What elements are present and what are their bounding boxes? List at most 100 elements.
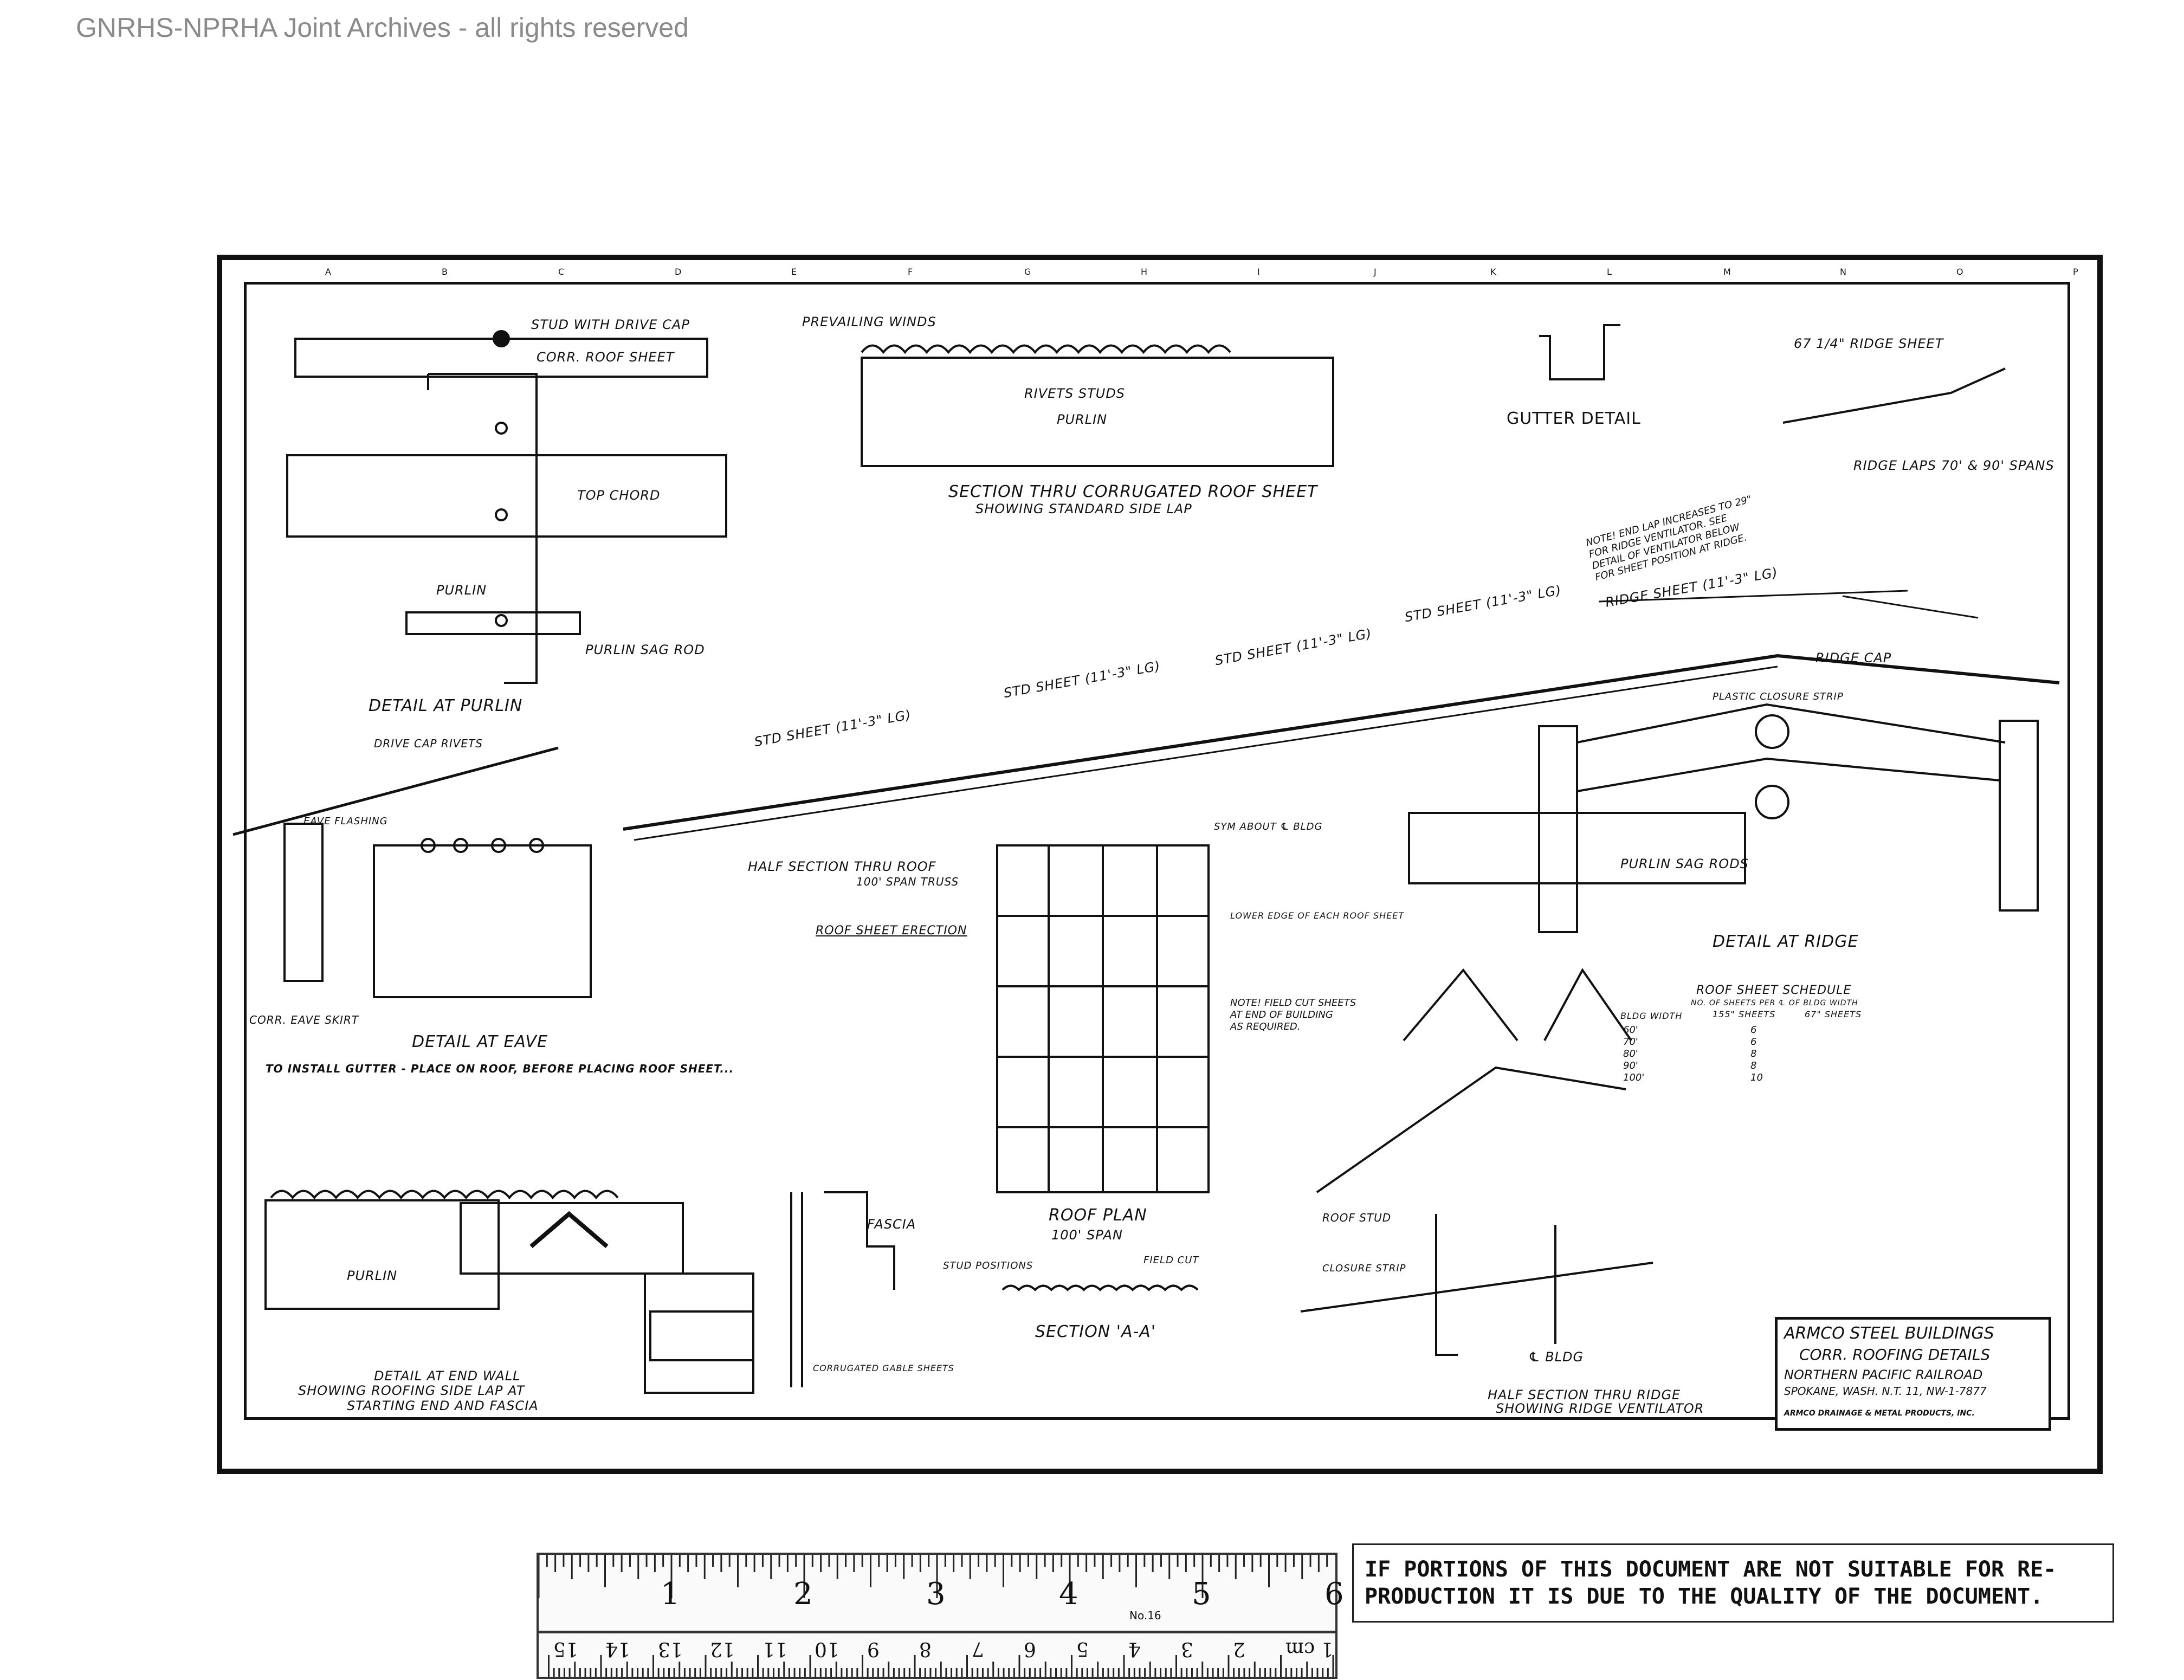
ruler-cm-number: 8 [919,1638,932,1660]
ruler-cm-number: 1 cm [1285,1638,1334,1660]
subtitle-detail-end-wall: SHOWING ROOFING SIDE LAP AT [298,1383,525,1398]
grid-letter: D [675,267,682,277]
ruler-model: No.16 [1129,1609,1161,1622]
label-purlin-end-wall: PURLIN [347,1268,398,1283]
label-ridge-cap: RIDGE CAP [1815,650,1892,665]
label-corr-gable-sheets: CORRUGATED GABLE SHEETS [813,1363,954,1373]
subtitle-section-corr-sheet: SHOWING STANDARD SIDE LAP [975,501,1192,516]
roof-slope-line [623,654,2060,831]
schedule-width: 90' [1623,1060,1638,1071]
label-sym-about: SYM ABOUT ℄ BLDG [1214,821,1323,832]
ruler-cm-number: 9 [867,1638,880,1660]
title-block-location: SPOKANE, WASH. N.T. 11, NW-1-7877 [1784,1385,1987,1398]
label-bldg-cl: ℄ BLDG [1528,1349,1584,1365]
label-67-sheets: 67" SHEETS [1805,1009,1862,1019]
title-roof-plan: ROOF PLAN [1049,1206,1147,1225]
subtitle-half-section-roof: 100' SPAN TRUSS [856,875,959,888]
label-bldg-width: BLDG WIDTH [1620,1011,1683,1021]
title-section-aa: SECTION 'A-A' [1035,1322,1156,1341]
archive-watermark: GNRHS-NPRHA Joint Archives - all rights … [76,12,689,43]
title-detail-eave: DETAIL AT EAVE [412,1032,548,1051]
ruler-cm-number: 7 [971,1638,984,1660]
title-block: ARMCO STEEL BUILDINGS CORR. ROOFING DETA… [1775,1317,2051,1431]
schedule-count: 10 [1750,1072,1763,1083]
drawing-border [244,282,2070,1420]
ruler-inch-number: 3 [926,1576,946,1612]
title-roof-sheet-erection: ROOF SHEET ERECTION [816,924,967,938]
ruler-cm-number: 2 [1233,1638,1245,1660]
label-corr-roof-sheet: CORR. ROOF SHEET [537,350,675,365]
label-plastic-closure: PLASTIC CLOSURE STRIP [1713,691,1844,702]
corrugation-profile [861,344,1231,354]
ruler-inch-number: 4 [1059,1576,1078,1612]
ruler-cm-number: 4 [1128,1638,1141,1660]
note-gutter-install: TO INSTALL GUTTER - PLACE ON ROOF, BEFOR… [266,1062,734,1075]
label-field-cut: FIELD CUT [1143,1255,1199,1266]
quality-notice: IF PORTIONS OF THIS DOCUMENT ARE NOT SUI… [1352,1543,2114,1623]
ruler-cm-number: 6 [1024,1638,1036,1660]
schedule-width: 100' [1623,1072,1645,1083]
schedule-width: 60' [1623,1024,1638,1036]
schedule-width: 70' [1623,1036,1638,1048]
title-roof-sheet-schedule: ROOF SHEET SCHEDULE [1696,984,1852,997]
grid-letter: P [2073,267,2078,277]
ruler-cm-number: 13 [657,1638,683,1660]
title-detail-purlin: DETAIL AT PURLIN [369,696,523,715]
subtitle-half-section-ridge: SHOWING RIDGE VENTILATOR [1496,1401,1704,1416]
schedule-count: 6 [1750,1024,1757,1036]
note-field-cut-sheets: NOTE! FIELD CUT SHEETS AT END OF BUILDIN… [1230,997,1356,1032]
grid-letter: B [442,267,448,277]
schedule-width: 80' [1623,1048,1638,1059]
drawing-sheet [217,255,2103,1474]
ruler-cm-number: 11 [762,1638,787,1660]
grid-letter: L [1607,267,1612,277]
top-chord-shape [286,454,727,538]
label-purlin: PURLIN [436,583,487,598]
quality-notice-line1: IF PORTIONS OF THIS DOCUMENT ARE NOT SUI… [1365,1557,2057,1582]
quality-notice-line2: PRODUCTION IT IS DUE TO THE QUALITY OF T… [1365,1584,2044,1609]
title-section-corr-sheet: SECTION THRU CORRUGATED ROOF SHEET [948,482,1318,501]
title-gutter-detail: GUTTER DETAIL [1507,409,1641,428]
label-closure-strip: CLOSURE STRIP [1322,1263,1406,1274]
ruler-cm-number: 3 [1180,1638,1193,1660]
grid-letter: N [1840,267,1846,277]
ruler-cm-number: 14 [605,1638,630,1660]
purlin-z-shape [428,373,538,684]
title-block-title: CORR. ROOFING DETAILS [1799,1346,1991,1364]
label-lower-edge: LOWER EDGE OF EACH ROOF SHEET [1230,910,1405,921]
label-schedule-cols: NO. OF SHEETS PER ℄ OF BLDG WIDTH [1691,999,1858,1007]
grid-letter: M [1723,267,1731,277]
label-purlin-sag-rod: PURLIN SAG ROD [585,642,705,657]
grid-letter: G [1024,267,1031,277]
grid-letter: H [1141,267,1148,277]
ruler-inch-number: 1 [661,1576,680,1612]
title-half-section-roof: HALF SECTION THRU ROOF [748,859,936,874]
label-ridge-laps: RIDGE LAPS 70' & 90' SPANS [1853,458,2054,473]
ruler-inch-number: 6 [1324,1576,1344,1612]
label-fascia: FASCIA [867,1217,916,1232]
label-purlin-section: PURLIN [1057,412,1108,427]
ruler-cm-number: 5 [1076,1638,1089,1660]
schedule-count: 8 [1750,1060,1757,1071]
quality-notice-text: IF PORTIONS OF THIS DOCUMENT ARE NOT SUI… [1365,1556,2056,1610]
label-top-chord: TOP CHORD [577,488,661,503]
schedule-count: 6 [1750,1036,1757,1048]
label-ridge-sheet-top: 67 1/4" RIDGE SHEET [1794,336,1944,351]
label-stud-drive-cap: STUD WITH DRIVE CAP [531,317,690,332]
grid-letter: C [558,267,565,277]
grid-letter: I [1257,267,1260,277]
ruler-cm-ticks [548,1655,1334,1677]
subtitle-detail-end-wall-2: STARTING END AND FASCIA [347,1398,539,1413]
label-purlin-sag-rods: PURLIN SAG RODS [1620,856,1749,871]
title-block-maker: ARMCO DRAINAGE & METAL PRODUCTS, INC. [1784,1409,1975,1418]
grid-letter: K [1490,267,1496,277]
ruler-cm-number: 15 [553,1638,578,1660]
gutter-profile [1539,324,1620,380]
subtitle-roof-plan: 100' SPAN [1051,1227,1123,1243]
schedule-count: 8 [1750,1048,1757,1059]
label-roof-stud: ROOF STUD [1322,1211,1392,1224]
label-155-sheets: 155" SHEETS [1713,1009,1776,1019]
label-corr-eave-skirt: CORR. EAVE SKIRT [249,1013,359,1026]
title-detail-end-wall: DETAIL AT END WALL [374,1368,521,1384]
